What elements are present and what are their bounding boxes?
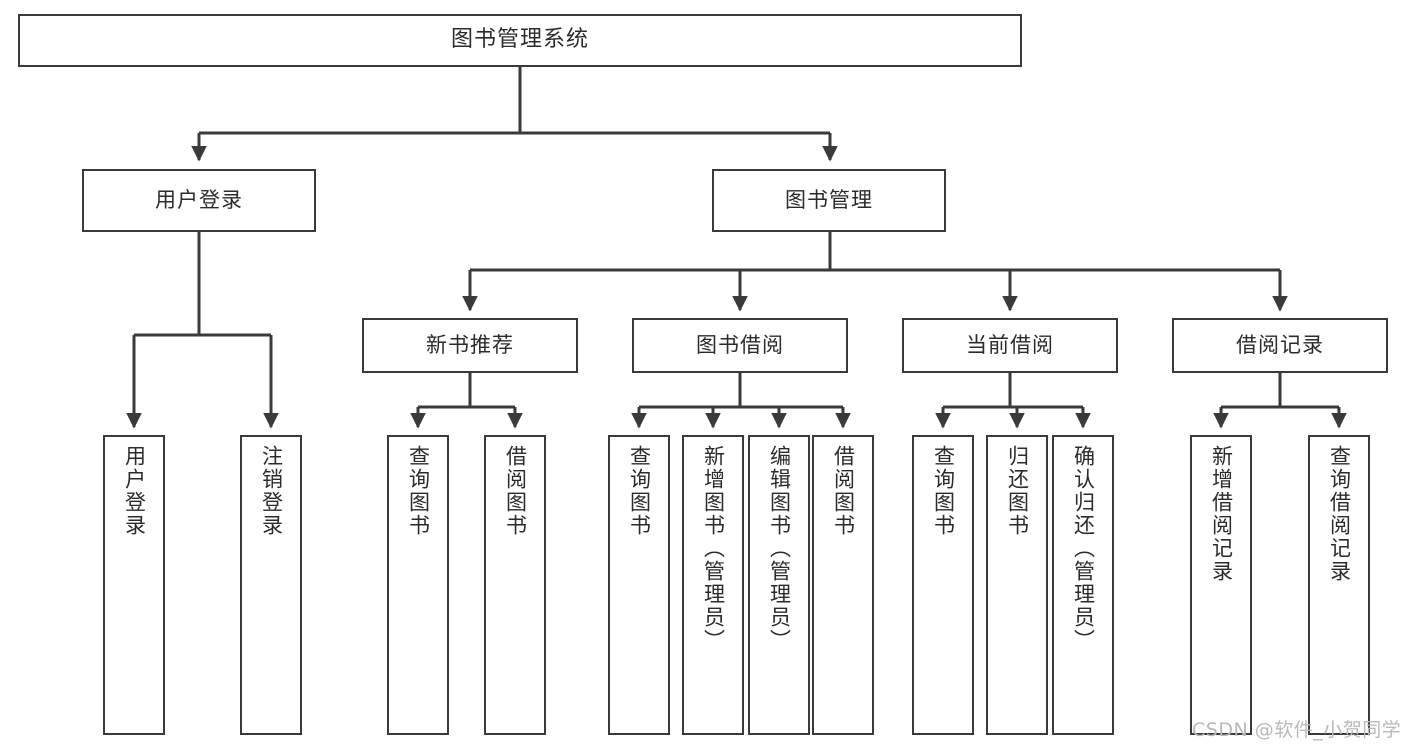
node-leaf-add-borrow-record[interactable]: 新增借阅记录	[1190, 435, 1252, 735]
node-leaf-confirm-return-admin[interactable]: 确认归还（管理员）	[1052, 435, 1114, 735]
node-label: 借阅图书	[831, 445, 856, 537]
node-label: 新书推荐	[426, 332, 514, 357]
node-label: 注销登录	[259, 445, 284, 537]
node-label: 用户登录	[155, 187, 243, 212]
node-leaf-borrow-book-recommend[interactable]: 借阅图书	[484, 435, 546, 735]
node-label: 用户登录	[122, 445, 147, 537]
node-label: 确认归还（管理员）	[1071, 445, 1096, 652]
node-label: 图书借阅	[696, 332, 784, 357]
node-leaf-user-logout[interactable]: 注销登录	[240, 435, 302, 735]
node-leaf-query-book-borrow[interactable]: 查询图书	[608, 435, 670, 735]
node-user-login[interactable]: 用户登录	[82, 169, 316, 232]
node-label: 新增借阅记录	[1209, 445, 1234, 583]
node-current-borrow[interactable]: 当前借阅	[902, 318, 1118, 373]
node-label: 查询图书	[627, 445, 652, 537]
node-label: 借阅图书	[503, 445, 528, 537]
node-book-manage[interactable]: 图书管理	[712, 169, 946, 232]
node-label: 当前借阅	[966, 332, 1054, 357]
node-leaf-edit-book-admin[interactable]: 编辑图书（管理员）	[748, 435, 810, 735]
node-book-borrow[interactable]: 图书借阅	[632, 318, 848, 373]
node-label: 编辑图书（管理员）	[767, 445, 792, 652]
node-leaf-query-book-recommend[interactable]: 查询图书	[387, 435, 449, 735]
node-label: 查询图书	[406, 445, 431, 537]
node-label: 借阅记录	[1236, 332, 1324, 357]
node-leaf-add-book-admin[interactable]: 新增图书（管理员）	[682, 435, 744, 735]
node-new-book-recommend[interactable]: 新书推荐	[362, 318, 578, 373]
watermark-text: CSDN @软件_小贺同学	[1192, 719, 1402, 741]
node-borrow-record[interactable]: 借阅记录	[1172, 318, 1388, 373]
node-leaf-borrow-book[interactable]: 借阅图书	[812, 435, 874, 735]
node-label: 图书管理	[785, 187, 873, 212]
node-label: 查询借阅记录	[1327, 445, 1352, 583]
node-label: 图书管理系统	[450, 27, 589, 53]
node-leaf-query-borrow-record[interactable]: 查询借阅记录	[1308, 435, 1370, 735]
node-label: 新增图书（管理员）	[701, 445, 726, 652]
node-label: 查询图书	[931, 445, 956, 537]
node-root-system[interactable]: 图书管理系统	[18, 14, 1022, 67]
node-label: 归还图书	[1005, 445, 1030, 537]
node-leaf-return-book[interactable]: 归还图书	[986, 435, 1048, 735]
node-leaf-user-login[interactable]: 用户登录	[103, 435, 165, 735]
node-leaf-query-book-current[interactable]: 查询图书	[912, 435, 974, 735]
